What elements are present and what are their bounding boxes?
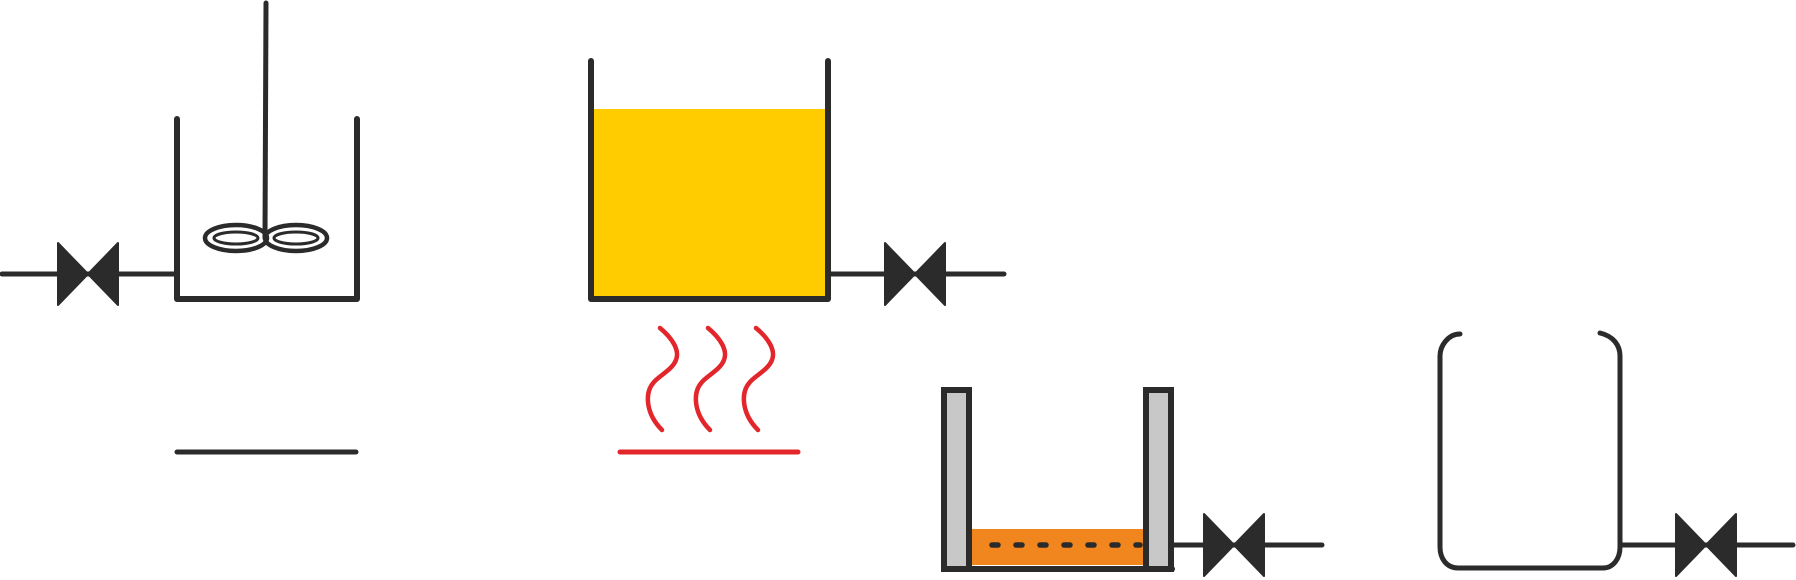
stirred-tank-vessel	[174, 116, 360, 302]
electrode-icon	[1143, 387, 1174, 572]
gate-valve-icon[interactable]	[57, 242, 119, 306]
stirred-tank	[0, 0, 360, 455]
gate-valve-icon[interactable]	[1675, 513, 1737, 577]
heated-liquid-tank	[588, 58, 1007, 455]
electrode-icon	[941, 387, 972, 572]
heat-waves-icon	[645, 325, 776, 433]
heated-tank-vessel	[588, 58, 831, 302]
agitator-shaft	[262, 0, 269, 241]
impeller-icon	[202, 222, 330, 254]
gate-valve-icon[interactable]	[1203, 513, 1265, 577]
liquid-fill	[593, 109, 826, 299]
gate-valve-icon[interactable]	[884, 242, 946, 306]
open-vessel-body	[1437, 330, 1623, 571]
electrode-tank	[941, 387, 1325, 577]
open-vessel	[1437, 330, 1796, 577]
